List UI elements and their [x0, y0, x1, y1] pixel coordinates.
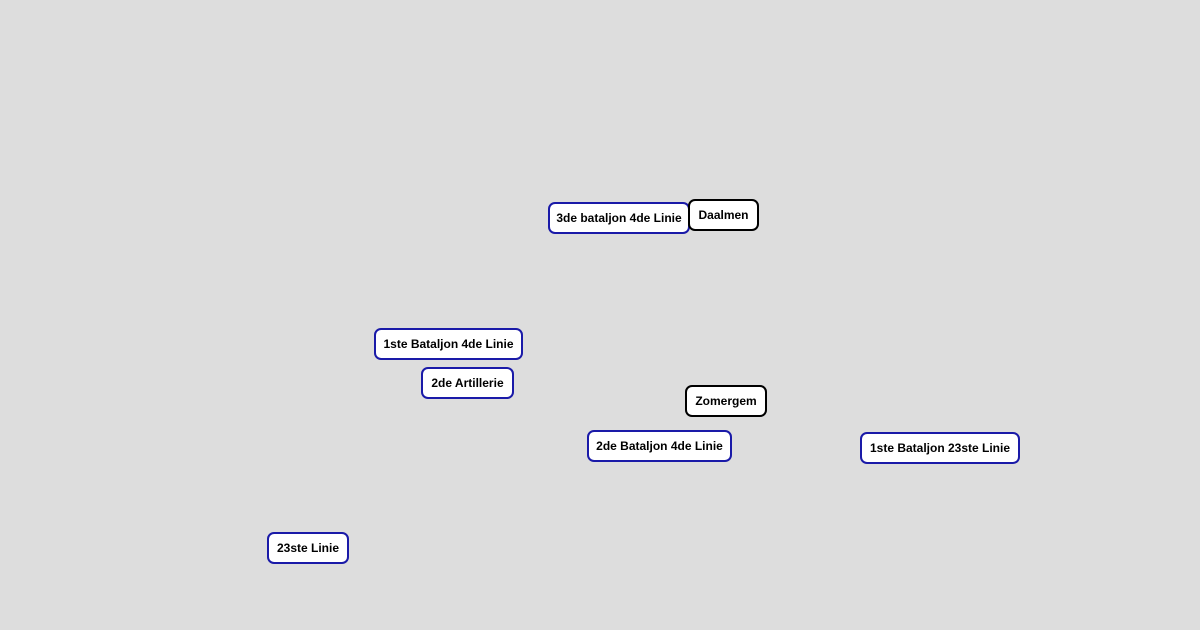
place-marker-zomergem[interactable]: Zomergem — [685, 385, 767, 417]
unit-marker-23ste-linie[interactable]: 23ste Linie — [267, 532, 349, 564]
unit-marker-2de-bataljon-4de-linie[interactable]: 2de Bataljon 4de Linie — [587, 430, 732, 462]
unit-marker-2de-artillerie[interactable]: 2de Artillerie — [421, 367, 514, 399]
unit-marker-1ste-bataljon-23ste-linie[interactable]: 1ste Bataljon 23ste Linie — [860, 432, 1020, 464]
place-marker-daalmen[interactable]: Daalmen — [688, 199, 759, 231]
unit-marker-3de-bataljon-4de-linie[interactable]: 3de bataljon 4de Linie — [548, 202, 690, 234]
unit-marker-1ste-bataljon-4de-linie[interactable]: 1ste Bataljon 4de Linie — [374, 328, 523, 360]
